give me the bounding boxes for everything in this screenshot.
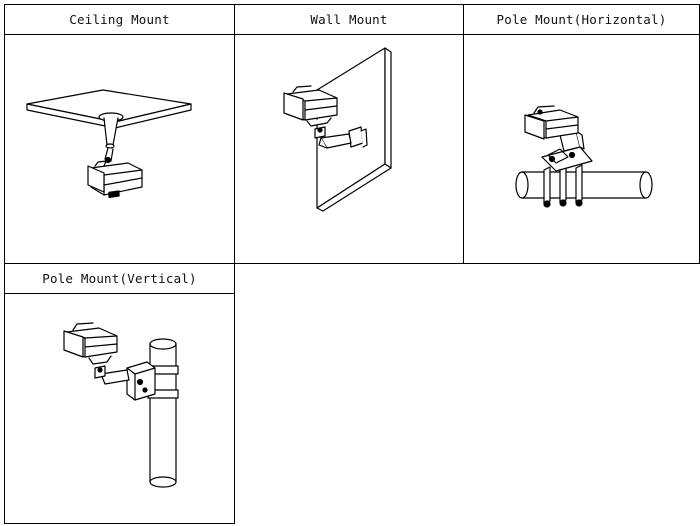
header-pole-mount-horizontal: Pole Mount(Horizontal) [463,4,700,35]
pole-horizontal-mount-illustration [464,35,700,265]
wall-mount-illustration [235,35,465,265]
pole-vertical-mount-illustration [5,294,236,525]
cell-pole-mount-vertical [4,293,235,524]
cell-wall-mount [234,34,464,264]
header-wall-mount: Wall Mount [234,4,464,35]
cell-ceiling-mount [4,34,235,264]
header-ceiling-mount: Ceiling Mount [4,4,235,35]
ceiling-mount-illustration [5,35,236,265]
header-pole-mount-vertical: Pole Mount(Vertical) [4,263,235,294]
cell-pole-mount-horizontal [463,34,700,264]
